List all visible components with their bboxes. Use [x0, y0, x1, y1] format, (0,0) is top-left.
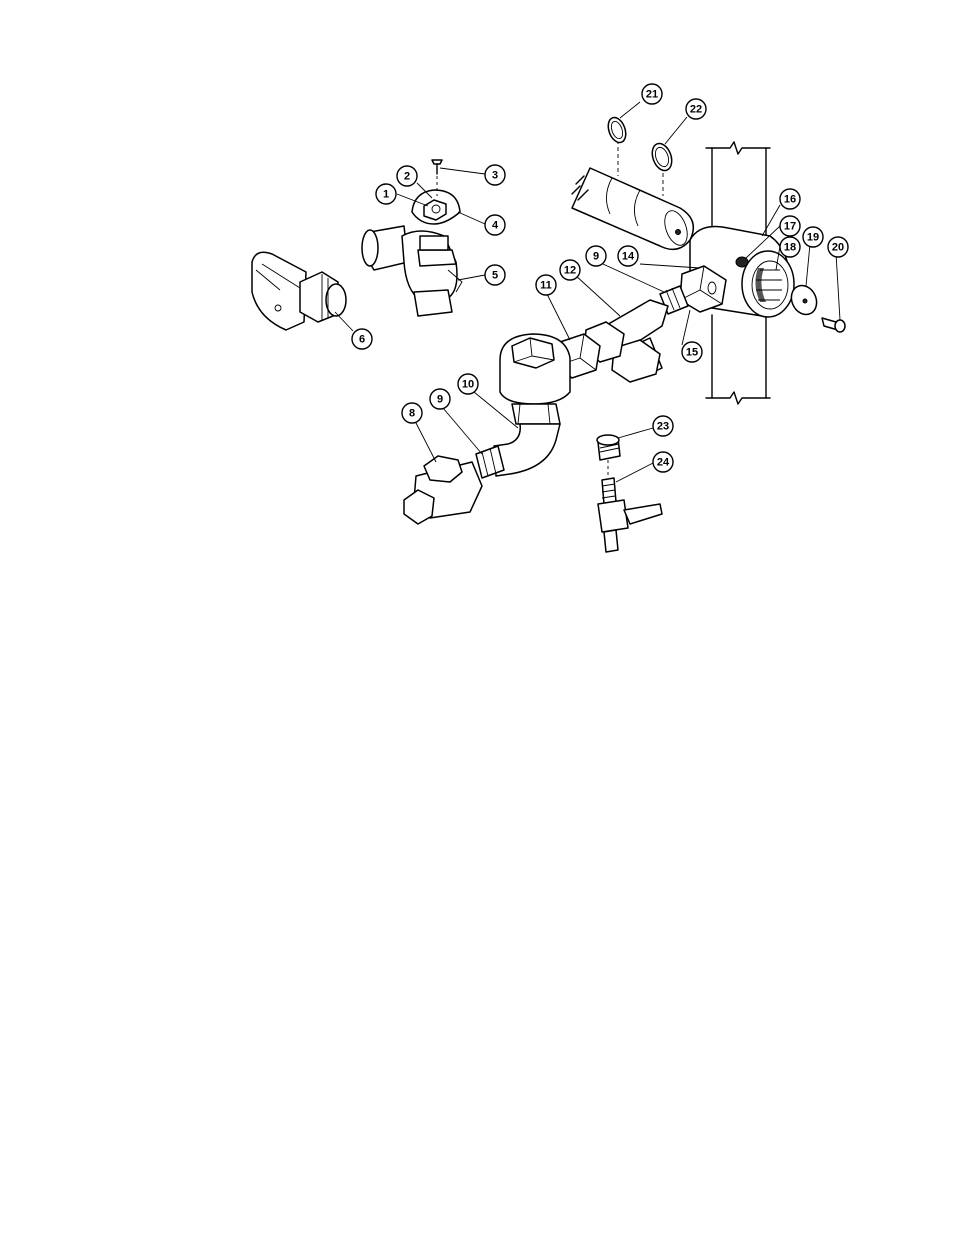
horizontal-pipe: [572, 140, 693, 249]
callout-10: 10: [458, 374, 478, 394]
callout-label: 8: [409, 408, 415, 420]
callout-16: 16: [780, 189, 800, 209]
drain-cock-24: [598, 478, 662, 552]
callout-17: 17: [780, 216, 800, 236]
callout-label: 15: [686, 347, 698, 359]
callout-label: 22: [690, 104, 702, 116]
callout-label: 4: [492, 220, 499, 232]
callout-3: 3: [485, 165, 505, 185]
callout-label: 9: [437, 394, 443, 406]
callout-23: 23: [653, 416, 673, 436]
callout-1: 1: [376, 184, 396, 204]
retaining-ring-21: [605, 115, 629, 145]
callout-21: 21: [642, 84, 662, 104]
callout-label: 9: [593, 251, 599, 263]
callout-label: 20: [832, 242, 844, 254]
plug-23: [597, 435, 620, 478]
gate-valve-5: [362, 226, 462, 316]
callout-18: 18: [780, 237, 800, 257]
callout-11: 11: [536, 275, 556, 295]
callout-22: 22: [686, 99, 706, 119]
callout-label: 5: [492, 270, 498, 282]
valve-8: [404, 456, 482, 524]
callout-14: 14: [618, 246, 638, 266]
callout-6: 6: [352, 329, 372, 349]
callout-label: 16: [784, 194, 796, 206]
callout-label: 12: [564, 265, 576, 277]
callout-9: 9: [430, 389, 450, 409]
callout-label: 3: [492, 170, 498, 182]
callout-label: 2: [404, 171, 410, 183]
callout-label: 6: [359, 334, 365, 346]
gasket-22: [649, 141, 675, 173]
callout-20: 20: [828, 237, 848, 257]
callout-8: 8: [402, 403, 422, 423]
callout-label: 19: [807, 232, 819, 244]
callout-15: 15: [682, 342, 702, 362]
handwheel-4: [412, 190, 460, 224]
callout-label: 24: [657, 457, 670, 469]
callout-label: 10: [462, 379, 474, 391]
callout-2: 2: [397, 166, 417, 186]
plug-17: [736, 257, 748, 267]
callout-label: 23: [657, 421, 669, 433]
screw-20: [822, 318, 845, 332]
steam-trap: [500, 334, 570, 424]
callout-label: 14: [622, 251, 635, 263]
relief-valve-6: [252, 252, 346, 330]
callout-label: 11: [540, 280, 552, 292]
callout-label: 18: [784, 242, 796, 254]
callout-12: 12: [560, 260, 580, 280]
callout-label: 1: [383, 189, 389, 201]
callout-4: 4: [485, 215, 505, 235]
callout-9: 9: [586, 246, 606, 266]
callout-label: 17: [784, 221, 796, 233]
callout-19: 19: [803, 227, 823, 247]
callout-label: 21: [646, 89, 658, 101]
callout-5: 5: [485, 265, 505, 285]
callout-24: 24: [653, 452, 673, 472]
